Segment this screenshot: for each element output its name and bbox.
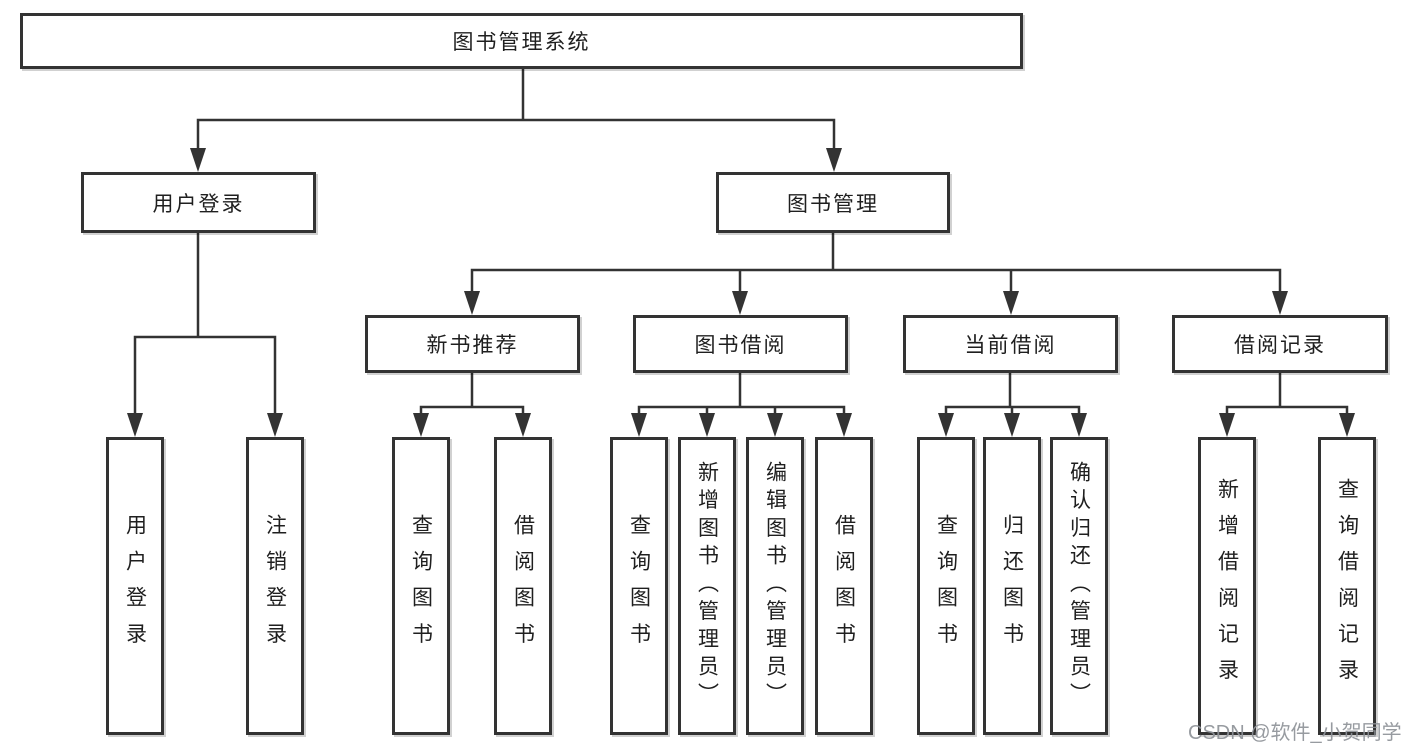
arrow-leaf-cb-return [1004,413,1020,437]
leaf-logout-label: 注销登录 [263,513,287,659]
leaf-new-books-search: 查询图书 [392,437,450,735]
arrow-to-book-mgmt [826,148,842,172]
leaf-borrowing-add-label: 新增图书（管理员） [695,461,719,711]
arrow-leaf-bb-add [699,413,715,437]
connector-root-bar [196,118,836,150]
node-records-label: 借阅记录 [1234,334,1326,357]
node-root-label: 图书管理系统 [452,31,591,54]
node-user-login-label: 用户登录 [152,192,245,216]
arrow-leaf-nb-search [413,413,429,437]
node-current: 当前借阅 [903,315,1118,373]
node-book-mgmt: 图书管理 [716,172,950,233]
csdn-watermark: CSDN @软件_小贺同学 [1188,722,1402,744]
leaf-borrowing-borrow: 借阅图书 [815,437,873,735]
node-borrowing: 图书借阅 [633,315,848,373]
arrow-leaf-rec-search [1339,413,1355,437]
leaf-current-confirm-label: 确认归还（管理员） [1067,461,1091,711]
node-records: 借阅记录 [1172,315,1388,373]
arrow-leaf-bb-borrow [836,413,852,437]
node-user-login: 用户登录 [81,172,316,233]
node-borrowing-label: 图书借阅 [694,334,787,357]
arrow-leaf-logout [267,413,283,437]
arrow-to-borrowing [732,291,748,315]
connector-current-branch [944,373,1081,416]
connector-book-mgmt-branch [470,233,1282,293]
connector-records-branch [1225,373,1349,416]
leaf-records-add-label: 新增借阅记录 [1215,477,1239,695]
node-root: 图书管理系统 [20,13,1023,69]
arrow-to-user-login [190,148,206,172]
leaf-borrowing-search-label: 查询图书 [627,513,651,659]
leaf-current-return: 归还图书 [983,437,1041,735]
leaf-user-login: 用户登录 [106,437,164,735]
leaf-current-return-label: 归还图书 [1000,513,1024,659]
leaf-user-login-label: 用户登录 [123,513,147,659]
leaf-records-search: 查询借阅记录 [1318,437,1376,735]
arrow-leaf-bb-edit [767,413,783,437]
arrow-to-current [1003,291,1019,315]
leaf-current-confirm: 确认归还（管理员） [1050,437,1108,735]
arrow-leaf-bb-search [631,413,647,437]
node-new-books: 新书推荐 [365,315,580,373]
arrow-leaf-cb-confirm [1071,413,1087,437]
connector-borrowing-branch [637,373,846,416]
leaf-records-add: 新增借阅记录 [1198,437,1256,735]
node-current-label: 当前借阅 [964,334,1057,357]
arrow-leaf-cb-search [938,413,954,437]
arrow-to-records [1272,291,1288,315]
leaf-records-search-label: 查询借阅记录 [1335,477,1359,695]
leaf-new-books-borrow: 借阅图书 [494,437,552,735]
connector-user-login-branch [133,233,277,416]
node-new-books-label: 新书推荐 [426,334,519,357]
arrowheads [127,148,1355,437]
leaf-current-search-label: 查询图书 [934,513,958,659]
arrow-leaf-nb-borrow [515,413,531,437]
leaf-logout: 注销登录 [246,437,304,735]
leaf-new-books-search-label: 查询图书 [409,513,433,659]
arrow-leaf-rec-add [1219,413,1235,437]
arrow-leaf-user-login [127,413,143,437]
leaf-borrowing-borrow-label: 借阅图书 [832,513,856,659]
connector-new-books-branch [419,373,525,416]
leaf-borrowing-edit: 编辑图书（管理员） [746,437,804,735]
leaf-borrowing-edit-label: 编辑图书（管理员） [763,461,787,711]
leaf-borrowing-add: 新增图书（管理员） [678,437,736,735]
leaf-current-search: 查询图书 [917,437,975,735]
node-book-mgmt-label: 图书管理 [787,192,879,216]
leaf-new-books-borrow-label: 借阅图书 [511,513,535,659]
arrow-to-new-books [464,291,480,315]
leaf-borrowing-search: 查询图书 [610,437,668,735]
